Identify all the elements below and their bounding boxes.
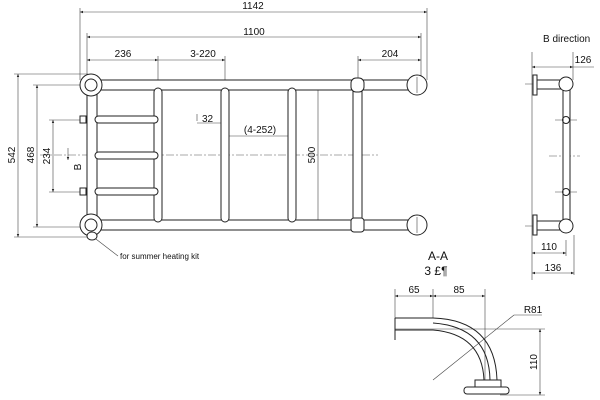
side-post — [562, 84, 571, 226]
dim-136: 136 — [545, 263, 562, 274]
heating-kit-port — [86, 231, 98, 241]
front-view: 1142 1100 236 3-220 204 542 468 234 500 … — [7, 1, 428, 261]
dim-110-section: 110 — [529, 354, 540, 370]
dim-85: 85 — [453, 285, 465, 296]
bracket-arm — [536, 79, 562, 90]
dim-110: 110 — [541, 242, 557, 253]
bottom-rail — [90, 219, 418, 231]
dim-4-252: (4-252) — [244, 125, 276, 136]
dim-1100: 1100 — [243, 27, 265, 38]
side-view: B direction 126 110 136 — [525, 34, 594, 280]
right-post — [352, 84, 363, 226]
vertical-bar — [220, 87, 230, 223]
connection-valve — [79, 115, 87, 124]
top-rail — [90, 79, 418, 91]
vertical-bar — [287, 87, 297, 223]
dim-234: 234 — [42, 147, 53, 164]
view-arrow-b: B — [73, 163, 84, 170]
dim-3-220: 3-220 — [190, 49, 216, 60]
section-tube-inner — [395, 329, 485, 381]
wall-flange — [532, 74, 538, 96]
dimension-lines — [16, 10, 427, 257]
connection-valve — [79, 187, 87, 196]
side-joint — [558, 76, 574, 92]
dim-r81: R81 — [524, 305, 543, 316]
bracket-arm — [536, 220, 562, 231]
tee-joint — [350, 217, 365, 233]
dim-1142: 1142 — [242, 1, 264, 12]
section-title: A-A — [428, 249, 448, 263]
dim-126: 126 — [575, 55, 592, 66]
section-view: A-A 3 £¶ 65 85 R81 110 — [394, 249, 545, 396]
horizontal-bar — [94, 187, 159, 196]
horizontal-bar — [94, 115, 159, 124]
horizontal-bar — [94, 151, 159, 160]
section-collar — [474, 379, 502, 388]
dim-32: 32 — [202, 114, 214, 125]
section-subtitle: 3 £¶ — [424, 264, 447, 278]
dim-500: 500 — [307, 146, 318, 163]
extension-lines — [14, 8, 428, 238]
corner-joint — [79, 73, 103, 97]
dim-542: 542 — [7, 146, 18, 163]
towel-rail-frame — [79, 73, 428, 241]
summer-heating-kit-callout: for summer heating kit — [120, 252, 200, 261]
wall-flange — [532, 214, 538, 236]
dim-236: 236 — [115, 49, 132, 60]
side-joint — [558, 218, 574, 234]
section-tube-outer — [395, 317, 498, 381]
dim-468: 468 — [26, 146, 37, 163]
dim-204: 204 — [382, 49, 399, 60]
section-base — [463, 386, 510, 395]
side-view-title: B direction — [543, 34, 590, 45]
dim-65: 65 — [408, 285, 420, 296]
tee-joint — [350, 77, 365, 93]
